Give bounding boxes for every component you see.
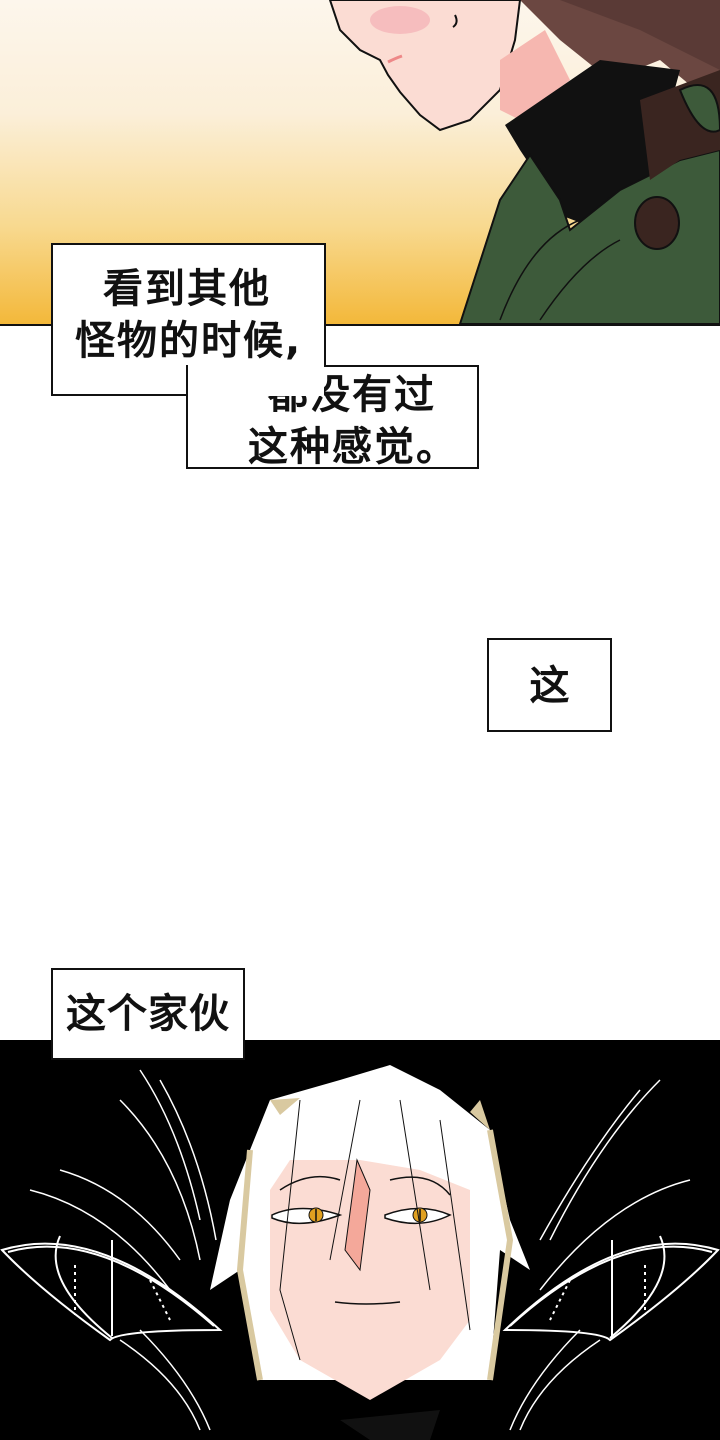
white-haired-character-illustration — [0, 1065, 720, 1440]
comic-panel-bottom — [0, 1040, 720, 1440]
monster-eye-right-icon — [502, 1235, 720, 1342]
narration-caption-4: 这个家伙 — [51, 968, 245, 1060]
comic-panel-top — [0, 0, 720, 326]
brown-haired-character-illustration — [328, 0, 720, 324]
caption-4-line-1: 这个家伙 — [66, 991, 230, 1037]
caption-2-line-2: 这种感觉。 — [248, 424, 458, 470]
narration-caption-3: 这 — [487, 638, 612, 732]
caption-connector-fill — [188, 366, 324, 396]
caption-1-line-1: 看到其他 — [103, 266, 271, 312]
caption-connector-border-2 — [53, 394, 186, 396]
caption-connector-border — [324, 365, 479, 367]
caption-1-line-2: 怪物的时候, — [75, 318, 303, 364]
monster-eye-left-icon — [0, 1235, 223, 1342]
caption-3-line-1: 这 — [529, 663, 570, 709]
